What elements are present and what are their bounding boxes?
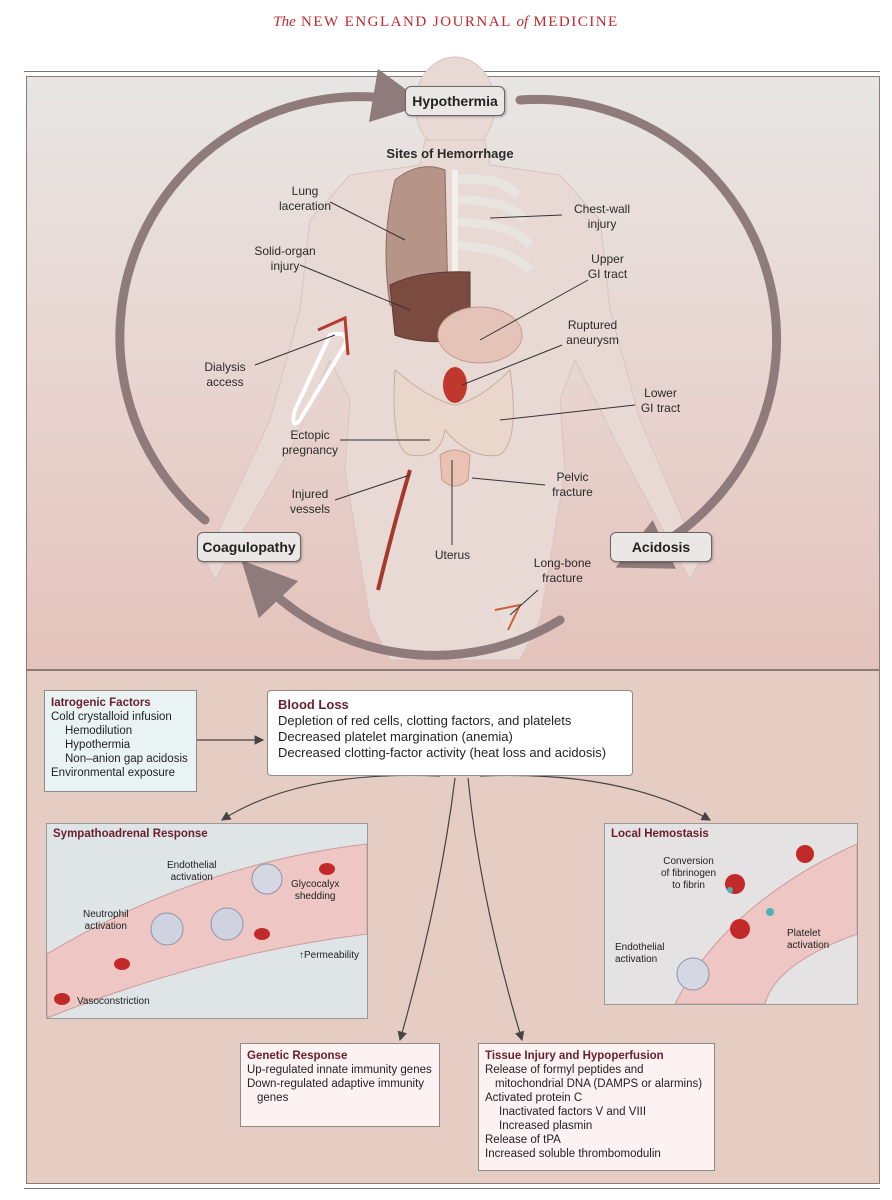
- aneurysm-shape: [443, 367, 467, 403]
- genetic-line2: Down-regulated adaptive immunity genes: [247, 1078, 425, 1104]
- stomach-shape: [437, 306, 523, 364]
- label-upper-gi: Upper GI tract: [587, 252, 628, 281]
- genetic-line1: Up-regulated innate immunity genes: [247, 1064, 432, 1076]
- local-hemostasis-panel: Local Hemostasis Conversion of fibrinoge…: [604, 823, 858, 1005]
- label-solid-organ: Solid-organ injury: [254, 244, 316, 273]
- vessel-leg: [376, 469, 412, 591]
- arrow-acidosis-to-coagulopathy: [241, 560, 565, 660]
- iatrogenic-line2: Hemodilution: [65, 725, 133, 737]
- blood-loss-line3: Decreased clotting-factor activity (heat…: [278, 745, 607, 760]
- label-lung-laceration: Lung laceration: [278, 184, 332, 213]
- blood-loss-line1: Depletion of red cells, clotting factors…: [278, 713, 572, 728]
- arrow-hypothermia-to-acidosis: [515, 94, 782, 569]
- journal-masthead: The NEW ENGLAND JOURNAL of MEDICINE: [0, 14, 892, 31]
- symp-permeability: ↑Permeability: [299, 950, 360, 961]
- sympathoadrenal-vessel: [47, 843, 367, 1018]
- iatrogenic-line4: Non–anion gap acidosis: [65, 753, 188, 765]
- arrow-to-tissue: [467, 777, 525, 1042]
- arrow-to-sympathoadrenal: [220, 774, 441, 821]
- masthead-the: The: [273, 14, 296, 30]
- sympathoadrenal-panel: Sympathoadrenal Response Endothelial act…: [46, 823, 368, 1019]
- symp-glycocalyx: Glycocalyx shedding: [291, 879, 340, 902]
- local-title: Local Hemostasis: [611, 828, 709, 840]
- cycle-arrows: [115, 68, 782, 660]
- iatrogenic-box: Iatrogenic Factors Cold crystalloid infu…: [44, 690, 197, 792]
- arrow-coagulopathy-to-hypothermia: [115, 68, 427, 525]
- blood-loss-title: Blood Loss: [278, 697, 349, 712]
- uterus-shape: [439, 449, 471, 487]
- label-long-bone: Long-bone fracture: [533, 556, 592, 585]
- label-pelvic: Pelvic fracture: [552, 470, 593, 499]
- long-bone: [495, 598, 520, 642]
- iatrogenic-title: Iatrogenic Factors: [51, 697, 151, 709]
- iatrogenic-line1: Cold crystalloid infusion: [51, 711, 172, 723]
- tissue-line1: Release of formyl peptides and mitochond…: [485, 1064, 703, 1090]
- label-uterus: Uterus: [434, 548, 471, 562]
- sympathoadrenal-title: Sympathoadrenal Response: [53, 828, 208, 840]
- bottom-rule: [24, 1188, 880, 1189]
- iatrogenic-line3: Hypothermia: [65, 739, 131, 751]
- tissue-line2: Activated protein C: [485, 1092, 583, 1104]
- masthead-title-2: MEDICINE: [533, 14, 619, 30]
- masthead-title: NEW ENGLAND JOURNAL: [301, 14, 512, 30]
- blood-loss-box: Blood Loss Depletion of red cells, clott…: [267, 690, 633, 776]
- tissue-title: Tissue Injury and Hypoperfusion: [485, 1050, 664, 1062]
- local-vessel: [674, 843, 857, 1004]
- masthead-of: of: [516, 14, 529, 30]
- tissue-box: Tissue Injury and Hypoperfusion Release …: [478, 1043, 715, 1171]
- local-fibrin: Conversion of fibrinogen to fibrin: [661, 856, 717, 891]
- genetic-box: Genetic Response Up-regulated innate imm…: [240, 1043, 440, 1127]
- arrow-to-local: [479, 774, 712, 821]
- tissue-line6: Increased soluble thrombomodulin: [485, 1148, 661, 1160]
- label-injured-vessels: Injured vessels: [289, 487, 330, 516]
- iatrogenic-line5: Environmental exposure: [51, 767, 176, 779]
- genetic-title: Genetic Response: [247, 1050, 348, 1062]
- local-platelet: Platelet activation: [787, 928, 830, 951]
- tissue-line3: Inactivated factors V and VIII: [499, 1106, 647, 1118]
- label-lower-gi: Lower GI tract: [640, 386, 681, 415]
- symp-endothelial: Endothelial activation: [167, 860, 217, 883]
- symp-neutrophil: Neutrophil activation: [83, 909, 129, 932]
- tissue-line4: Increased plasmin: [499, 1120, 593, 1132]
- tissue-line5: Release of tPA: [485, 1134, 561, 1146]
- label-aneurysm: Ruptured aneurysm: [566, 318, 619, 347]
- label-chest-wall: Chest-wall injury: [573, 202, 630, 231]
- cycle-acidosis: Acidosis: [610, 532, 712, 562]
- local-endothelial: Endothelial activation: [615, 942, 665, 965]
- dialysis-loop: [291, 331, 348, 426]
- symp-vasoconstriction: Vasoconstriction: [77, 996, 150, 1007]
- cycle-coagulopathy: Coagulopathy: [197, 532, 301, 562]
- cycle-hypothermia: Hypothermia: [405, 86, 505, 116]
- arrow-to-genetic: [397, 777, 456, 1042]
- label-dialysis: Dialysis access: [204, 360, 246, 389]
- intestines: [393, 368, 514, 457]
- blood-loss-line2: Decreased platelet margination (anemia): [278, 729, 513, 744]
- label-ectopic: Ectopic pregnancy: [281, 428, 339, 457]
- ribcage: [451, 174, 534, 274]
- leader-lines: [254, 201, 636, 616]
- sites-title: Sites of Hemorrhage: [386, 146, 514, 161]
